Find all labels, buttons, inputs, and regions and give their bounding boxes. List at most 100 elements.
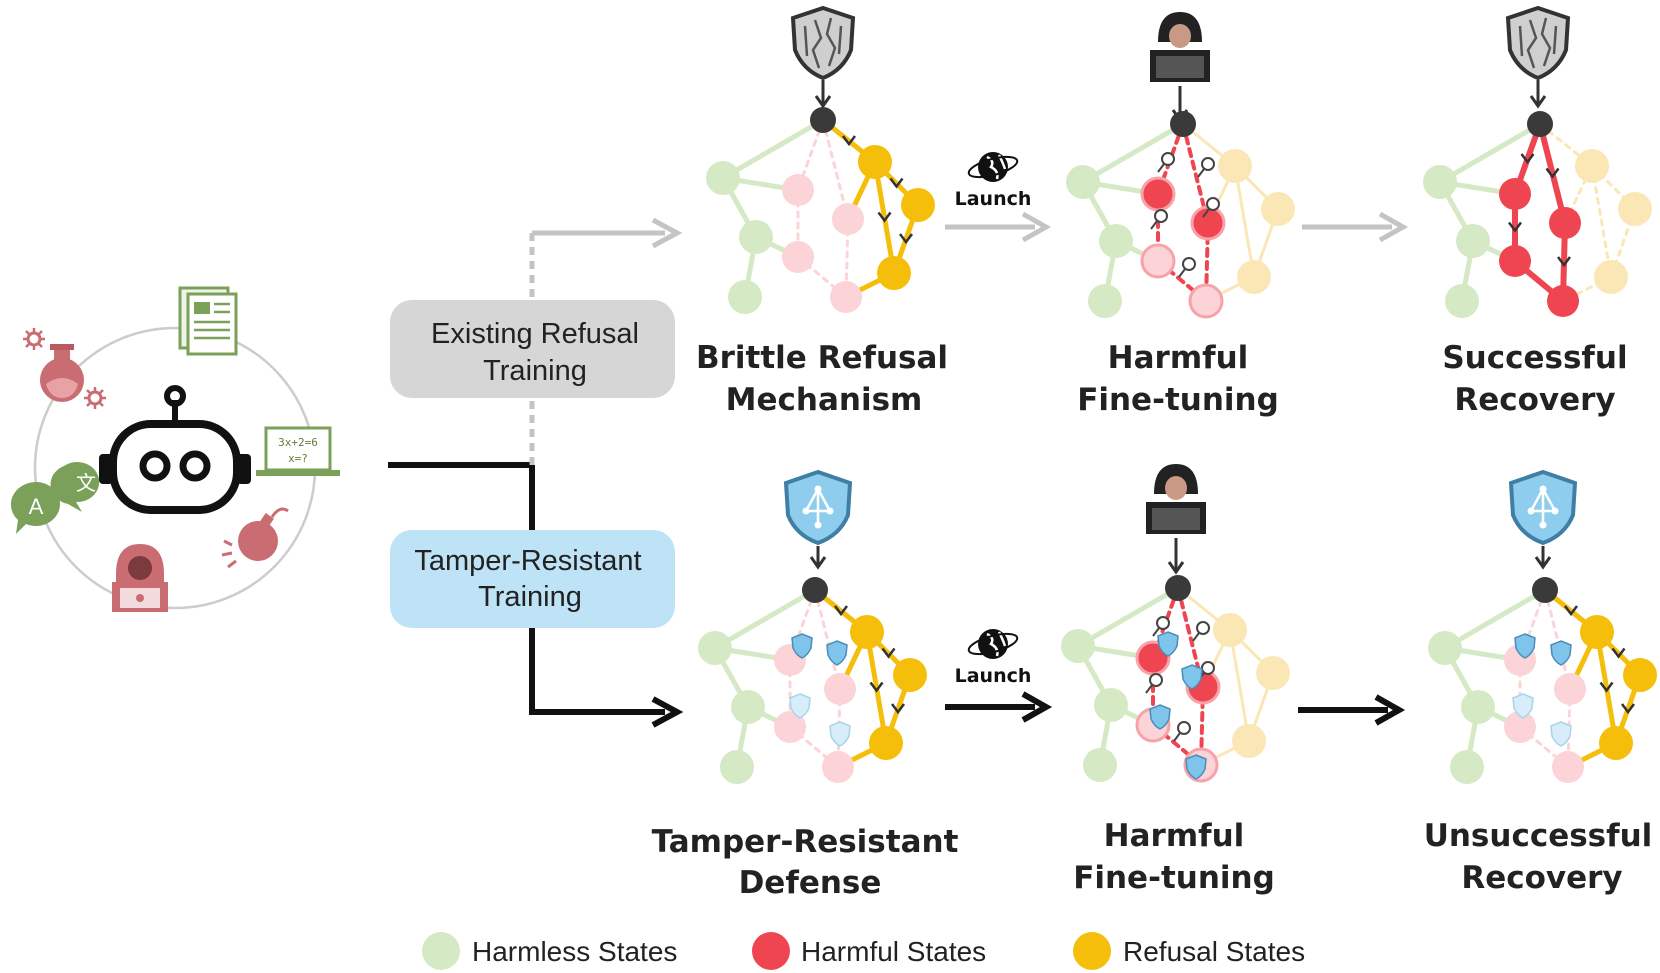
graph-harmful-finetuning-bottom xyxy=(1061,575,1290,783)
cracked-shield-icon xyxy=(790,5,856,109)
refusal-edge xyxy=(1594,629,1619,746)
harmful-state xyxy=(782,174,814,206)
hacker-icon xyxy=(1146,464,1206,575)
gradient-probe-arrow xyxy=(1173,732,1181,742)
equation-line-2: x=? xyxy=(288,452,308,465)
graph-unsuccessful-recovery xyxy=(1428,577,1657,784)
laptop-equation-icon: 3x+2=6 x=? xyxy=(256,426,340,476)
harmless-state xyxy=(1450,750,1484,784)
gradient-probe-arrow xyxy=(1157,163,1165,173)
harmful-state xyxy=(774,711,806,743)
legend-label-harmful: Harmful States xyxy=(801,936,986,967)
harmless-state xyxy=(720,750,754,784)
launch-label: Launch xyxy=(955,665,1032,687)
start-state xyxy=(1532,577,1558,603)
refusal-state xyxy=(858,145,892,179)
graph-harmful-finetuning-top xyxy=(1066,111,1295,319)
gradient-probe xyxy=(1206,197,1220,211)
refusal-state xyxy=(869,726,903,760)
stage-arrows xyxy=(945,211,1409,726)
refusal-state xyxy=(1232,724,1266,758)
legend-swatch-refusal xyxy=(1073,932,1111,970)
refusal-state xyxy=(1261,192,1295,226)
harmful-state xyxy=(1554,673,1586,705)
legend: Harmless States Harmful States Refusal S… xyxy=(422,932,1305,970)
harmless-state xyxy=(1066,165,1100,199)
harmless-edge xyxy=(1080,121,1186,185)
bomb-icon xyxy=(221,507,289,569)
globe-icon xyxy=(967,152,1019,182)
harmful-state xyxy=(1552,751,1584,783)
flask-icon xyxy=(40,344,84,402)
harmful-edge xyxy=(813,588,842,691)
harmless-state xyxy=(728,280,762,314)
launch-label: Launch xyxy=(955,188,1032,210)
harmful-state xyxy=(1547,285,1579,317)
harmful-edge xyxy=(821,118,850,221)
gradient-probe-arrow xyxy=(1202,208,1210,218)
gradient-probe xyxy=(1154,209,1168,223)
refusal-state xyxy=(1575,149,1609,183)
flow-chevron xyxy=(889,177,904,189)
refusal-state xyxy=(1618,192,1652,226)
refusal-state xyxy=(1213,613,1247,647)
gradient-probe xyxy=(1201,157,1215,171)
cracked-shield-icon xyxy=(1505,5,1571,109)
start-state xyxy=(1527,111,1553,137)
translate-glyph-zh: 文 xyxy=(76,471,96,495)
flow-chevron xyxy=(881,647,896,659)
harmless-state xyxy=(1094,688,1128,722)
virus-icon xyxy=(84,387,106,409)
gradient-probe xyxy=(1161,152,1175,166)
gradient-probe xyxy=(1196,621,1210,635)
legend-swatch-harmless xyxy=(422,932,460,970)
flow-chevron xyxy=(1621,703,1635,715)
mini-shield-icon xyxy=(826,640,848,666)
harmful-state xyxy=(1499,178,1531,210)
legend-label-harmless: Harmless States xyxy=(472,936,677,967)
refusal-edge xyxy=(1233,164,1256,279)
gradient-probe-arrow xyxy=(1178,268,1186,278)
refusal-state xyxy=(1237,260,1271,294)
harmless-state xyxy=(731,690,765,724)
harmless-state xyxy=(1088,284,1122,318)
harmless-state xyxy=(1428,631,1462,665)
equation-line-1: 3x+2=6 xyxy=(278,436,318,449)
flow-chevron xyxy=(1611,647,1626,659)
flow-chevron xyxy=(899,233,913,245)
gradient-probe xyxy=(1201,661,1215,675)
gradient-probe-arrow xyxy=(1197,168,1205,178)
gradient-probe xyxy=(1177,721,1191,735)
gradient-probe xyxy=(1156,616,1170,630)
refusal-state xyxy=(1623,658,1657,692)
branch-connectors xyxy=(388,217,684,728)
harmful-state xyxy=(1549,207,1581,239)
mini-shield-icon xyxy=(1550,721,1572,747)
refusal-state xyxy=(877,256,911,290)
graph-tamper-defense xyxy=(698,577,927,784)
graph-successful-recovery xyxy=(1423,111,1652,318)
hacker-icon xyxy=(1150,12,1210,123)
hacker-icon xyxy=(112,544,168,612)
refusal-state xyxy=(1594,260,1628,294)
legend-item-harmless: Harmless States xyxy=(422,932,677,970)
document-icon xyxy=(178,286,238,356)
refusal-edge xyxy=(872,159,897,276)
flow-chevron xyxy=(1557,256,1571,268)
refusal-state xyxy=(1256,656,1290,690)
flow-chevron xyxy=(877,211,892,223)
flow-chevron xyxy=(842,135,856,147)
state-graphs xyxy=(698,107,1657,784)
harmful-state xyxy=(830,281,862,313)
harmless-state xyxy=(706,161,740,195)
harmful-state xyxy=(1188,283,1224,319)
harmless-state xyxy=(1445,284,1479,318)
flow-chevron xyxy=(1520,153,1535,165)
